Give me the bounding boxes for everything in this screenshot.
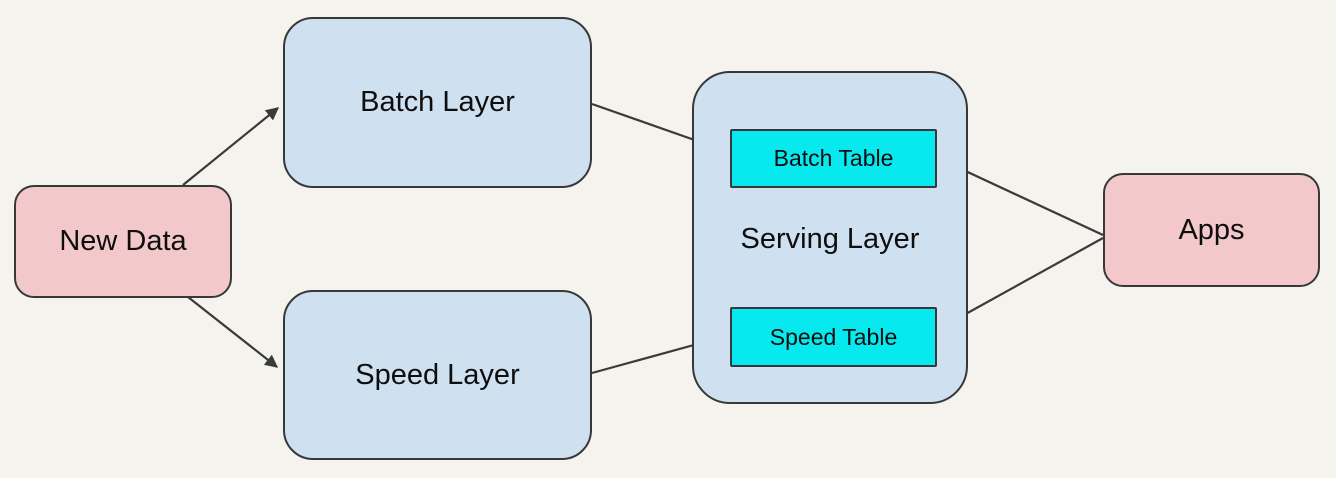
node-label: Speed Layer (355, 358, 520, 391)
node-speed-layer: Speed Layer (283, 290, 592, 460)
node-batch-table: Batch Table (730, 129, 937, 188)
node-label: Batch Table (773, 145, 894, 171)
node-serving-layer: Serving Layer Batch Table Speed Table (692, 71, 968, 404)
node-label: Batch Layer (360, 86, 515, 118)
node-batch-layer: Batch Layer (283, 17, 592, 188)
node-label: Serving Layer (740, 223, 920, 255)
node-label: Apps (1178, 213, 1245, 246)
node-label: Speed Table (769, 323, 898, 350)
node-apps: Apps (1103, 173, 1320, 287)
node-speed-table: Speed Table (730, 307, 937, 367)
node-label: New Data (59, 225, 187, 257)
edge-new-data-to-batch-layer (182, 107, 280, 186)
edge-new-data-to-speed-layer (187, 296, 279, 368)
node-new-data: New Data (14, 185, 232, 298)
